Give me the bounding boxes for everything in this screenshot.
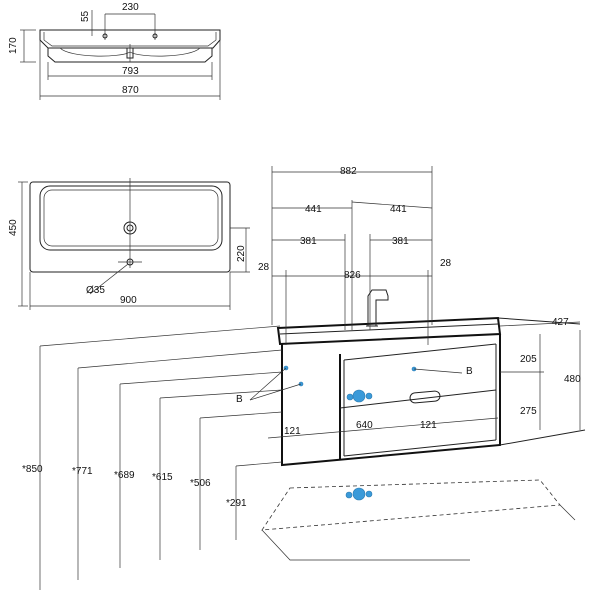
dim-205: 205	[520, 354, 537, 365]
top-section-view: 230 55 170 793 870	[8, 2, 221, 100]
height-291: *291	[226, 498, 247, 509]
height-689: *689	[114, 470, 135, 481]
dim-230: 230	[122, 2, 139, 13]
dim-381-right: 381	[392, 236, 409, 247]
dim-640: 640	[356, 420, 373, 431]
dim-793: 793	[122, 66, 139, 77]
plan-view: 450 220 Ø35 900	[8, 178, 250, 310]
dim-28-left: 28	[258, 262, 270, 273]
height-771: *771	[72, 466, 93, 477]
dim-826: 826	[344, 270, 361, 281]
dim-170: 170	[8, 37, 19, 54]
dim-121-right: 121	[420, 420, 437, 431]
dim-55: 55	[80, 10, 91, 22]
height-506: *506	[190, 478, 211, 489]
label-b-right: B	[466, 366, 473, 377]
height-850: *850	[22, 464, 43, 475]
dim-121-left: 121	[284, 426, 301, 437]
dim-480: 480	[564, 374, 581, 385]
dim-882: 882	[340, 166, 357, 177]
cabinet-view: B B 882 441 441 381 381 28 28 826 427	[22, 166, 586, 590]
height-615: *615	[152, 472, 173, 483]
dim-220: 220	[236, 245, 247, 262]
dim-28-right: 28	[440, 258, 452, 269]
dim-441-left: 441	[305, 204, 322, 215]
dim-900: 900	[120, 295, 137, 306]
label-b-left: B	[236, 394, 243, 405]
dim-381-left: 381	[300, 236, 317, 247]
dim-diam-35: Ø35	[86, 285, 105, 296]
dim-275: 275	[520, 406, 537, 417]
dim-870: 870	[122, 85, 139, 96]
dim-441-right: 441	[390, 204, 407, 215]
dim-427: 427	[552, 317, 569, 328]
dim-450: 450	[8, 219, 19, 236]
